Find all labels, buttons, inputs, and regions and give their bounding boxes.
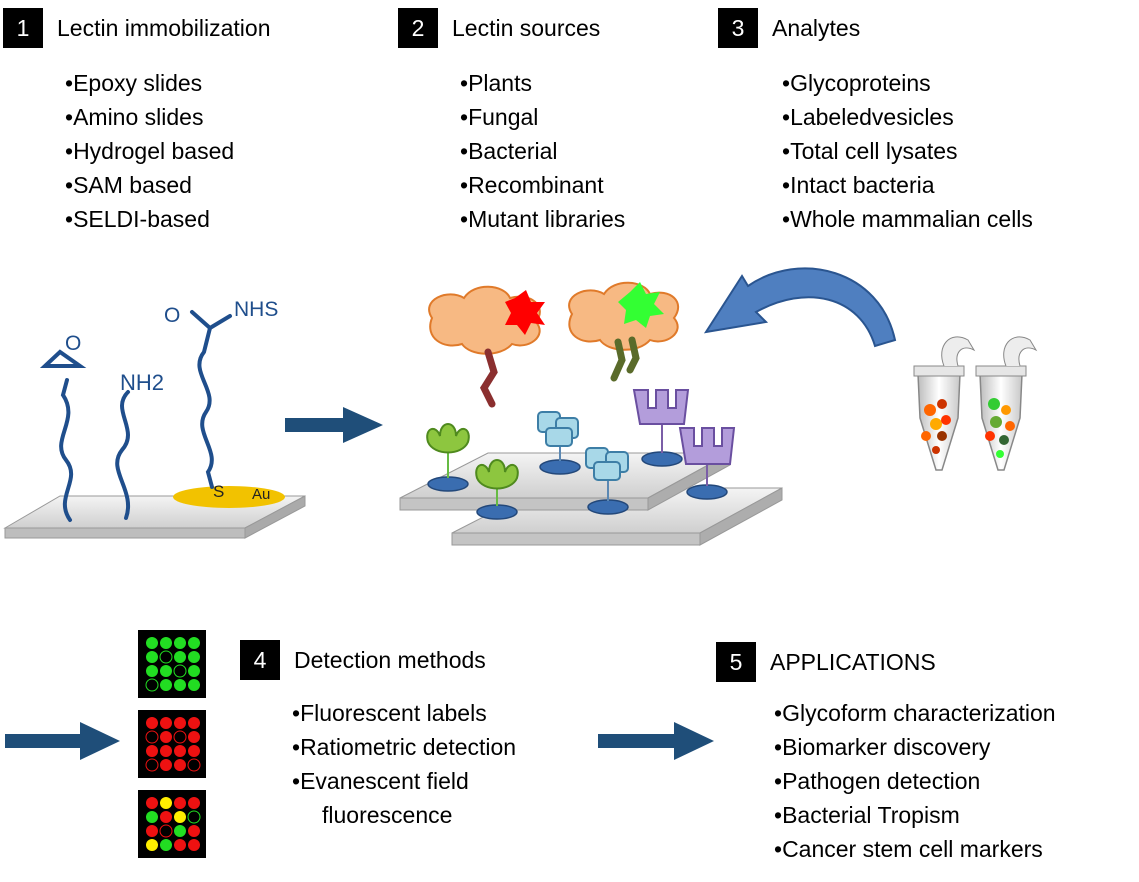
list-item: Fungal (460, 100, 625, 134)
bullet-list: Epoxy slides Amino slides Hydrogel based… (65, 66, 270, 236)
list-item: Bacterial Tropism (774, 798, 1056, 832)
list-item: SAM based (65, 168, 270, 202)
array-scan-green (138, 630, 206, 698)
section-title: Detection methods (294, 646, 486, 673)
section-header: 5 APPLICATIONS (716, 642, 1056, 682)
section-title: Analytes (772, 14, 861, 41)
list-item: Mutant libraries (460, 202, 625, 236)
list-item-continuation: fluorescence (322, 802, 453, 828)
right-arrow-icon (285, 407, 383, 443)
list-item: Ratiometric detection (292, 730, 516, 764)
nhs-label: NHS (234, 298, 278, 321)
list-item: Glycoproteins (782, 66, 1033, 100)
lectin-stems-purple (661, 422, 708, 486)
bullet-list: Glycoproteins Labeledvesicles Total cell… (782, 66, 1033, 236)
lectin-icon (426, 423, 470, 454)
section-header: 4 Detection methods (240, 640, 516, 680)
list-item: Bacterial (460, 134, 625, 168)
lectin-stems-green (447, 452, 498, 506)
section-title: Lectin sources (452, 14, 601, 41)
section-analytes: 3 Analytes Glycoproteins Labeledvesicles… (718, 8, 1033, 236)
bullet-list: Plants Fungal Bacterial Recombinant Muta… (460, 66, 625, 236)
gold-surface-patch (173, 486, 285, 508)
tube-icon (975, 336, 1038, 471)
list-item: Labeledvesicles (782, 100, 1033, 134)
nhs-linker (190, 310, 232, 489)
list-item: Hydrogel based (65, 134, 270, 168)
section-lectin-immobilization: 1 Lectin immobilization Epoxy slides Ami… (3, 8, 270, 236)
array-scan-merged (138, 790, 206, 858)
bullet-list: Fluorescent labels Ratiometric detection… (292, 696, 516, 832)
epoxy-linker (39, 349, 87, 522)
list-item: Whole mammalian cells (782, 202, 1033, 236)
list-item: Intact bacteria (782, 168, 1033, 202)
section-number-badge: 1 (3, 8, 43, 48)
immobilization-slide (3, 495, 306, 539)
list-item: Fluorescent labels (292, 696, 516, 730)
section-header: 2 Lectin sources (398, 8, 625, 48)
list-item: Biomarker discovery (774, 730, 1056, 764)
tube-icon (913, 336, 976, 471)
glycoprotein-cloud-icon (568, 281, 680, 382)
fluorescent-label-icon (505, 290, 545, 335)
amine-label: NH2 (120, 370, 164, 395)
amino-linker (115, 390, 130, 520)
list-item: SELDI-based (65, 202, 270, 236)
bullet-list: Glycoform characterization Biomarker dis… (774, 696, 1056, 866)
lectin-icon (537, 411, 579, 447)
right-arrow-icon (598, 722, 714, 760)
list-item: Epoxy slides (65, 66, 270, 100)
list-item: Pathogen detection (774, 764, 1056, 798)
list-item: Plants (460, 66, 625, 100)
list-item: Recombinant (460, 168, 625, 202)
lectin-icon (475, 459, 519, 490)
section-title: APPLICATIONS (770, 648, 936, 675)
carbonyl-oxygen-label: O (164, 304, 180, 327)
list-item: Evanescent field (292, 764, 516, 798)
array-scan-red (138, 710, 206, 778)
lectin-icon (678, 427, 736, 465)
section-number-badge: 3 (718, 8, 758, 48)
section-applications: 5 APPLICATIONS Glycoform characterizatio… (716, 642, 1056, 866)
list-item: Total cell lysates (782, 134, 1033, 168)
section-detection-methods: 4 Detection methods Fluorescent labels R… (240, 640, 516, 832)
curved-arrow-icon (703, 267, 897, 348)
epoxide-oxygen-label: O (65, 332, 81, 355)
right-arrow-icon (5, 722, 120, 760)
lectin-icon (632, 389, 690, 425)
section-number-badge: 5 (716, 642, 756, 682)
section-number-badge: 4 (240, 640, 280, 680)
list-item: Glycoform characterization (774, 696, 1056, 730)
lectin-icon (585, 447, 629, 481)
thiol-label: S (213, 482, 224, 501)
section-header: 3 Analytes (718, 8, 1033, 48)
list-item: Amino slides (65, 100, 270, 134)
list-item: Cancer stem cell markers (774, 832, 1056, 866)
section-header: 1 Lectin immobilization (3, 8, 270, 48)
fluorescent-label-icon (618, 282, 664, 328)
glycoprotein-cloud-icon (428, 285, 545, 408)
gold-label: Au (252, 486, 270, 503)
section-title: Lectin immobilization (57, 14, 271, 41)
section-number-badge: 2 (398, 8, 438, 48)
section-lectin-sources: 2 Lectin sources Plants Fungal Bacterial… (398, 8, 625, 236)
